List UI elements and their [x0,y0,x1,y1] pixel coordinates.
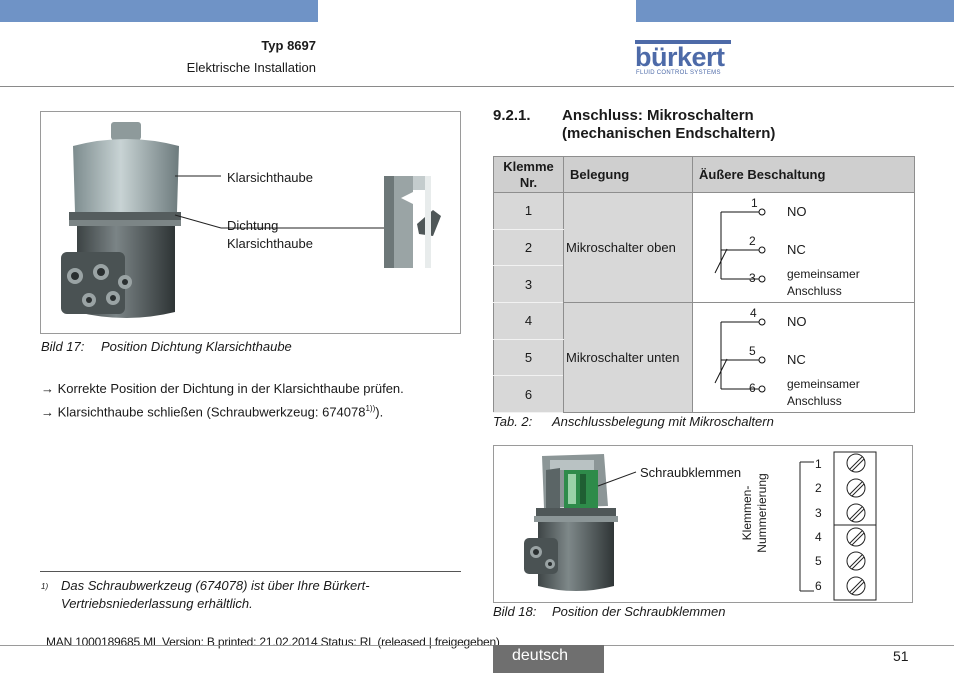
common-label-1: gemeinsamer [787,377,860,391]
table-row: 5 [493,338,915,377]
assignment-lower: Mikroschalter unten [563,302,693,413]
figure18-caption-text: Position der Schraubklemmen [552,604,726,619]
label-hood: Klarsichthaube [227,170,313,185]
no-label: NO [787,314,807,329]
terminal-number: 4 [493,302,564,340]
col-header-wiring: Äußere Beschaltung [692,156,915,193]
instruction-2-end: ). [375,404,384,420]
section-title-1: Anschluss: Mikroschaltern [562,107,754,124]
page-number: 51 [893,648,909,664]
figure-18: Schraubklemmen Klemmen- Nummerierung 1 2… [493,445,913,603]
common-label-1: gemeinsamer [787,267,860,281]
burkert-logo: bürkert FLUID CONTROL SYSTEMS [635,36,735,80]
table-caption-text: Anschlussbelegung mit Mikroschaltern [552,414,774,429]
wiring-lower: 4 5 6 NO NC gemeinsamer Anschluss [692,302,915,413]
footnote-ref: 1)) [365,404,376,413]
pin-label: 1 [751,196,758,210]
header-bar-left [0,0,318,22]
nc-label: NC [787,352,806,367]
assignment-upper: Mikroschalter oben [563,192,693,303]
label-seal-2: Klarsichthaube [227,236,313,251]
instruction-1-text: Korrekte Position der Dichtung in der Kl… [57,381,404,396]
header-bar-right [636,0,954,22]
common-label-2: Anschluss [787,284,842,298]
arrow-icon: → [41,404,54,420]
terminal-num: 4 [815,530,822,544]
terminal-num: 5 [815,554,822,568]
label-terminals: Schraubklemmen [640,465,742,480]
section-label: Elektrische Installation [186,60,316,75]
terminal-illustration [524,451,877,601]
header-rule [0,86,954,87]
pin-label: 2 [749,234,756,248]
section-number: 9.2.1. [493,107,531,124]
arrow-icon: → [41,381,54,396]
table-row: 4 Mikroschalter unten 4 [493,302,915,413]
instruction-2-text: Klarsichthaube schließen (Schraubwerkzeu… [57,404,366,420]
switch-schematic-lower [714,318,766,393]
footnote-rule [40,571,461,572]
numbering-label: Klemmen- Nummerierung [740,473,769,553]
col-header-assignment: Belegung [563,156,693,193]
table-row: 3 [493,265,915,303]
table-row: 6 [493,375,915,413]
common-label-2: Anschluss [787,394,842,408]
figure18-caption-num: Bild 18: [493,604,537,619]
valve-illustration [61,122,441,318]
language-label: deutsch [512,647,569,664]
terminal-num: 3 [815,506,822,520]
footnote-line-2: Vertriebsniederlassung erhältlich. [61,596,253,611]
figure-17: Klarsichthaube Dichtung Klarsichthaube [40,111,461,334]
pin-label: 4 [750,306,757,320]
nc-label: NC [787,242,806,257]
language-tab: deutsch [493,645,604,673]
logo-word: bürkert [635,42,725,72]
no-label: NO [787,204,807,219]
logo-top-rule [635,40,731,44]
footnote-marker: 1) [41,582,49,591]
logo-tagline: FLUID CONTROL SYSTEMS [636,70,721,76]
footnote-line-1: Das Schraubwerkzeug (674078) ist über Ih… [61,578,370,593]
table-row: 1 Mikroschalter oben 1 [493,192,915,303]
terminal-number: 1 [493,192,564,230]
table-row: 2 [493,228,915,267]
pin-label: 5 [749,344,756,358]
pin-label: 6 [749,381,756,395]
instruction-1: → Korrekte Position der Dichtung in der … [41,381,404,396]
terminal-number: 3 [493,265,564,303]
type-label: Typ 8697 [261,38,316,53]
wiring-upper: 1 2 3 NO NC gemeinsamer Anschluss [692,192,915,303]
terminal-number: 6 [493,375,564,413]
terminal-num: 2 [815,481,822,495]
footer-rule [0,645,954,646]
document-info: MAN 1000189685 ML Version: B printed: 21… [46,635,500,649]
terminal-number: 2 [493,228,564,267]
section-title-2: (mechanischen Endschaltern) [562,125,776,142]
figure17-caption-num: Bild 17: [41,339,85,354]
terminal-number: 5 [493,338,564,377]
terminal-num: 1 [815,457,822,471]
pin-label: 3 [749,271,756,285]
instruction-2: → Klarsichthaube schließen (Schraubwerkz… [41,404,383,419]
table-caption-num: Tab. 2: [493,414,533,429]
label-seal-1: Dichtung [227,218,279,233]
figure17-caption-text: Position Dichtung Klarsichthaube [101,339,292,354]
switch-schematic-upper [714,208,766,283]
terminal-num: 6 [815,579,822,593]
terminal-screws [846,453,866,596]
